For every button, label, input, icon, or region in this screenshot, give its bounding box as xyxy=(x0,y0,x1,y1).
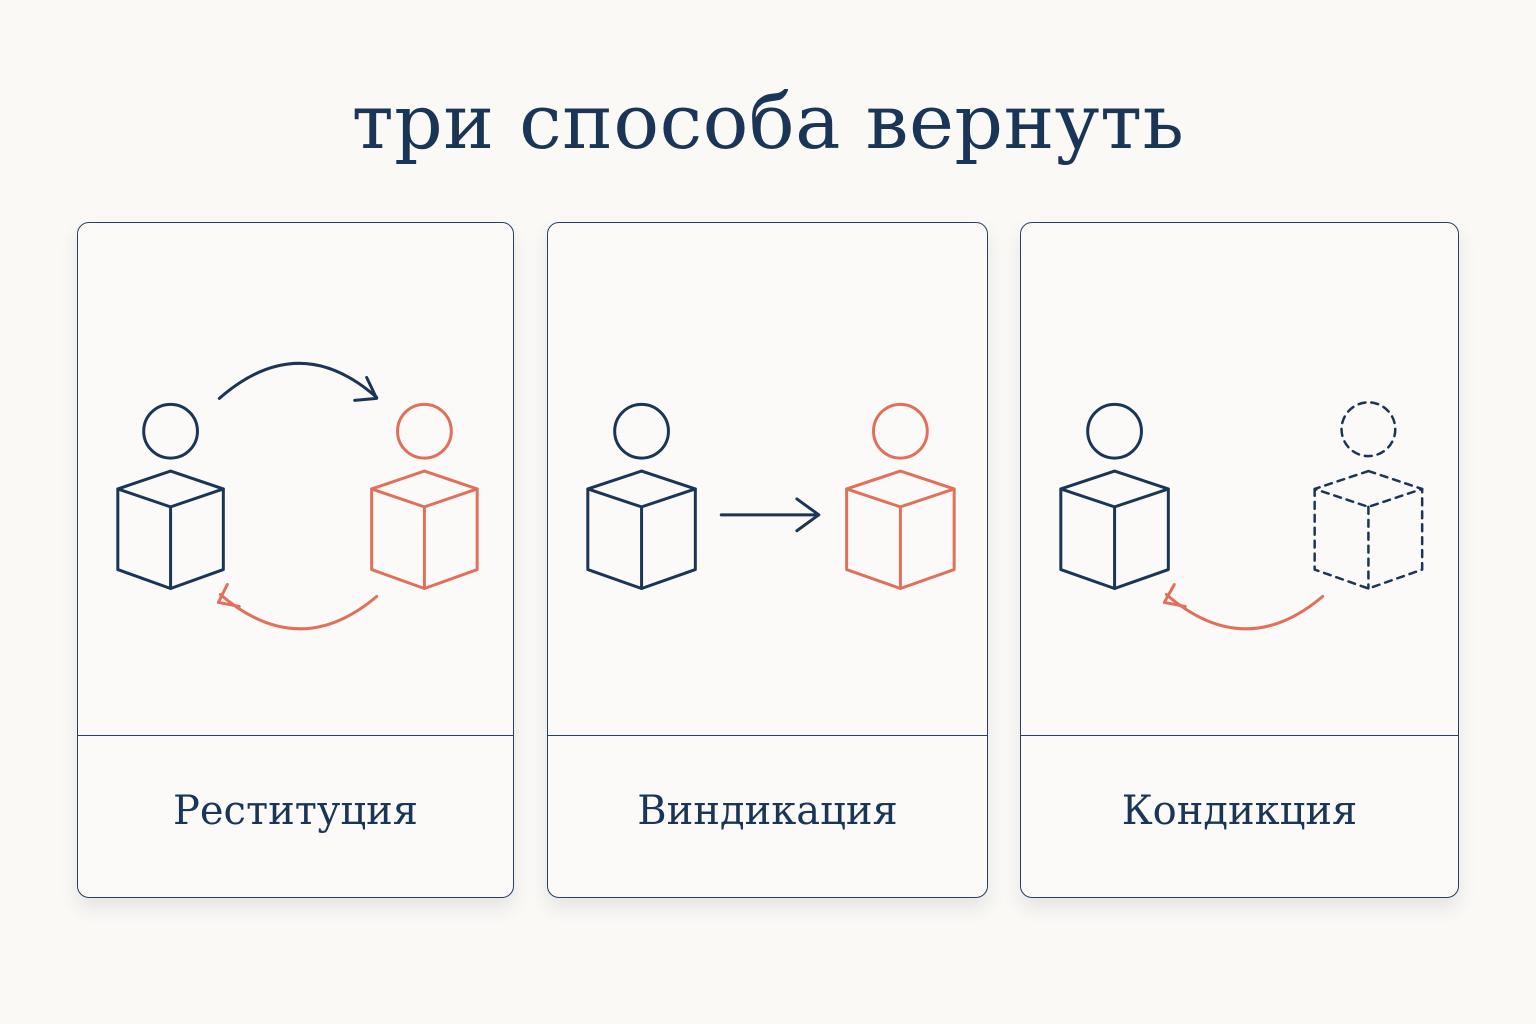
arrow-right-icon xyxy=(719,497,821,533)
person-coral-icon xyxy=(370,402,479,590)
vindication-diagram xyxy=(586,402,956,590)
card-restitution: Реституция xyxy=(77,222,514,898)
arrow-back-icon xyxy=(216,583,379,631)
person-navy-icon xyxy=(116,402,225,590)
card-divider xyxy=(548,735,987,736)
card-vindication: Виндикация xyxy=(547,222,988,898)
page-title: три способа вернуть xyxy=(351,77,1185,166)
card-label: Виндикация xyxy=(637,788,898,834)
person-dashed-icon xyxy=(1313,401,1424,590)
card-divider xyxy=(1021,735,1458,736)
arrow-forward-icon xyxy=(217,361,379,402)
card-condiction: Кондикция xyxy=(1020,222,1459,898)
card-divider xyxy=(78,735,513,736)
person-navy-icon xyxy=(1059,402,1170,590)
condiction-diagram xyxy=(1059,401,1424,631)
card-label: Кондикция xyxy=(1121,788,1358,834)
restitution-diagram xyxy=(116,361,479,631)
person-navy-icon xyxy=(586,402,697,590)
person-coral-icon xyxy=(845,402,956,590)
card-label: Реституция xyxy=(172,788,419,834)
arrow-back-icon xyxy=(1162,583,1325,631)
